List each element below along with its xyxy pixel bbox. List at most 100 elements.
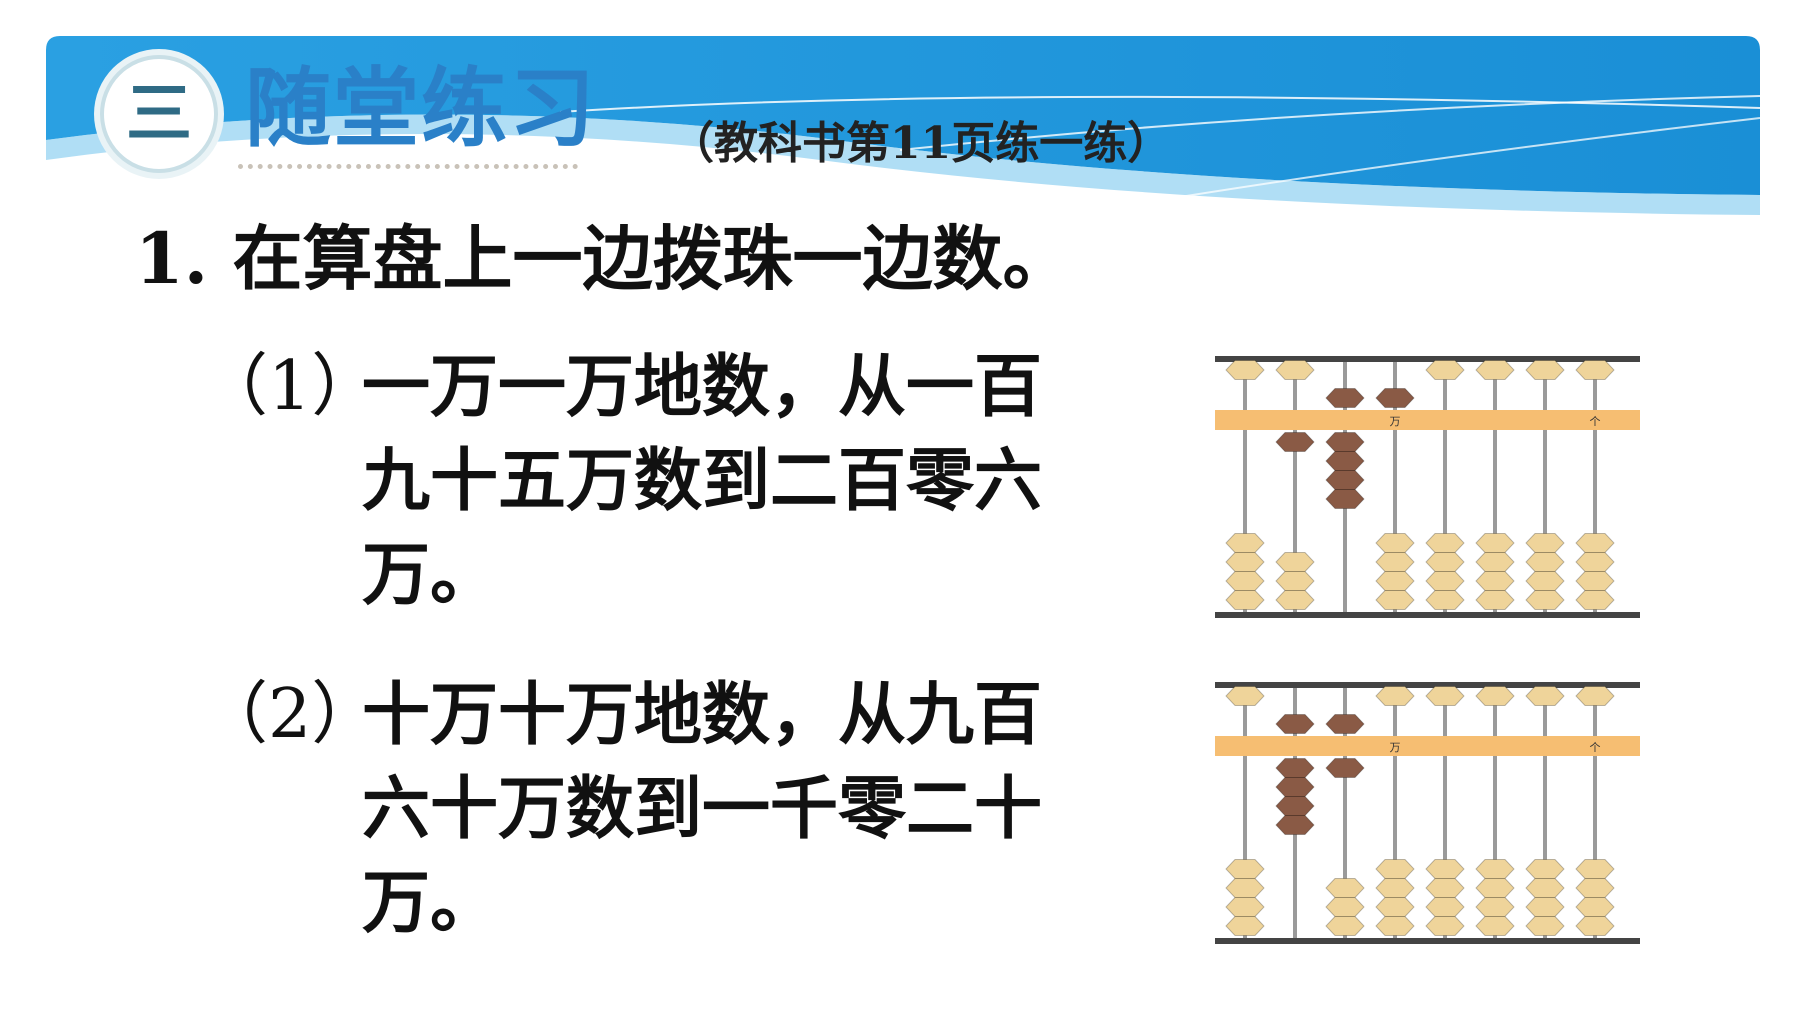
lower-bead [1525,859,1565,879]
upper-bead [1575,360,1615,380]
header-banner [46,36,1761,215]
lower-bead [1375,590,1415,610]
lower-bead [1475,897,1515,917]
lower-bead [1225,590,1265,610]
title-underline [238,164,578,169]
upper-bead [1275,714,1315,734]
lower-bead [1375,916,1415,936]
lower-bead [1525,571,1565,591]
lower-bead [1525,916,1565,936]
lower-bead-active [1275,815,1315,835]
question-part-1: （1） 一万一万地数，从一百九十五万数到二百零六万。 [200,340,1080,622]
lower-bead-active [1325,758,1365,778]
lower-bead [1225,571,1265,591]
lower-bead [1575,571,1615,591]
section-title: 随堂练习 [245,59,597,159]
lower-bead [1475,916,1515,936]
lower-bead [1575,916,1615,936]
lower-bead [1225,533,1265,553]
lower-bead [1375,552,1415,572]
wan-place-label: 万 [1390,741,1401,754]
part-2-label: （2） [200,675,380,754]
lower-bead [1525,590,1565,610]
lower-bead-active [1325,489,1365,509]
part-1-text: 一万一万地数，从一百九十五万数到二百零六万。 [362,347,1043,615]
lower-bead [1425,897,1465,917]
lower-bead-active [1325,432,1365,452]
upper-bead [1375,388,1415,408]
upper-bead [1325,714,1365,734]
upper-bead [1425,360,1465,380]
lower-bead [1475,571,1515,591]
lower-bead-active [1325,470,1365,490]
lower-bead [1425,916,1465,936]
lower-bead-active [1275,796,1315,816]
upper-bead [1375,686,1415,706]
lower-bead [1425,552,1465,572]
upper-bead [1225,686,1265,706]
lower-bead [1425,590,1465,610]
lower-bead [1575,878,1615,898]
lower-bead [1525,897,1565,917]
lower-bead [1275,552,1315,572]
lower-bead-active [1275,777,1315,797]
lower-bead [1475,878,1515,898]
lower-bead [1225,916,1265,936]
abacus-beam [1215,410,1640,430]
lower-bead [1575,897,1615,917]
part-1-label: （1） [200,347,380,426]
upper-bead [1225,360,1265,380]
lower-bead [1325,878,1365,898]
lower-bead [1225,552,1265,572]
question-part-2: （2） 十万十万地数，从九百六十万数到一千零二十万。 [200,668,1080,950]
lower-bead [1375,571,1415,591]
lower-bead [1325,916,1365,936]
textbook-reference: （教科书第11页练一练） [670,118,1172,169]
lower-bead [1275,590,1315,610]
lower-bead [1575,859,1615,879]
abacus-figure-2: 万个 [1215,682,1640,944]
upper-bead [1525,686,1565,706]
upper-bead [1475,360,1515,380]
lower-bead [1425,533,1465,553]
lower-bead [1575,533,1615,553]
part-2-text: 十万十万地数，从九百六十万数到一千零二十万。 [362,675,1043,943]
upper-bead [1425,686,1465,706]
ge-place-label: 个 [1590,415,1601,428]
lower-bead [1225,878,1265,898]
lower-bead [1575,590,1615,610]
abacus-figure-1: 万个 [1215,356,1640,618]
lower-bead-active [1275,432,1315,452]
upper-bead [1575,686,1615,706]
lower-bead [1525,552,1565,572]
ge-place-label: 个 [1590,741,1601,754]
lower-bead [1325,897,1365,917]
abacus-frame-top [1215,682,1640,688]
lower-bead [1425,859,1465,879]
lower-bead [1525,878,1565,898]
section-number-badge: 三 [100,55,218,173]
lower-bead [1475,590,1515,610]
lower-bead [1375,878,1415,898]
lower-bead [1475,533,1515,553]
wan-place-label: 万 [1390,415,1401,428]
lower-bead [1275,571,1315,591]
lower-bead [1225,897,1265,917]
abacus-beam [1215,736,1640,756]
abacus-frame-bottom [1215,938,1640,944]
lower-bead [1475,859,1515,879]
lower-bead [1225,859,1265,879]
lower-bead [1375,897,1415,917]
lower-bead [1375,859,1415,879]
lower-bead [1575,552,1615,572]
lower-bead [1425,878,1465,898]
lower-bead-active [1275,758,1315,778]
lower-bead-active [1325,451,1365,471]
question-title: 1. 在算盘上一边拨珠一边数。 [135,217,1073,300]
upper-bead [1525,360,1565,380]
abacus-frame-bottom [1215,612,1640,618]
upper-bead [1475,686,1515,706]
upper-bead [1325,388,1365,408]
upper-bead [1275,360,1315,380]
lower-bead [1475,552,1515,572]
